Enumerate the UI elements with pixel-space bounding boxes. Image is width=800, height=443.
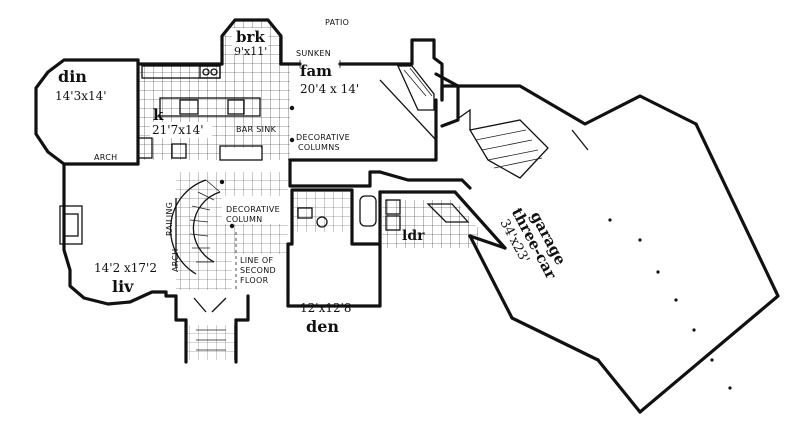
den-name: den bbox=[306, 317, 339, 336]
second-floor-label-2: SECOND bbox=[240, 266, 276, 275]
family-name: fam bbox=[300, 62, 332, 80]
kitchen-name: k bbox=[153, 106, 164, 124]
decorative-columns-label-2: COLUMNS bbox=[298, 143, 340, 152]
kitchen-dimensions: 21'7x14' bbox=[152, 123, 204, 137]
bar-sink-label: BAR SINK bbox=[236, 125, 277, 134]
den-dimensions: 12'x12'8 bbox=[300, 301, 352, 315]
family-dimensions: 20'4 x 14' bbox=[300, 82, 359, 96]
second-floor-label-1: LINE OF bbox=[240, 256, 273, 265]
dining-dimensions: 14'3x14' bbox=[55, 89, 107, 103]
living-dimensions: 14'2 x17'2 bbox=[94, 261, 157, 275]
laundry-name: ldr bbox=[402, 228, 425, 244]
railing-label: RAILING bbox=[165, 202, 174, 236]
decorative-columns-label-1: DECORATIVE bbox=[296, 133, 350, 142]
breakfast-name: brk bbox=[236, 28, 265, 46]
arch-dining-label: ARCH bbox=[94, 153, 117, 162]
breakfast-dimensions: 9'x11' bbox=[234, 45, 267, 58]
dining-name: din bbox=[58, 67, 87, 86]
exterior-walls bbox=[34, 18, 780, 414]
arch-entry-label: ARCH bbox=[171, 249, 180, 272]
label-backgrounds bbox=[150, 28, 292, 296]
decorative-column-label-1: DECORATIVE bbox=[226, 205, 280, 214]
sunken-label: SUNKEN bbox=[296, 49, 331, 58]
second-floor-label-3: FLOOR bbox=[240, 276, 269, 285]
interior-lines bbox=[59, 60, 732, 390]
decorative-column-label-2: COLUMN bbox=[226, 215, 262, 224]
living-name: liv bbox=[112, 277, 134, 296]
patio-label: PATIO bbox=[325, 18, 349, 27]
